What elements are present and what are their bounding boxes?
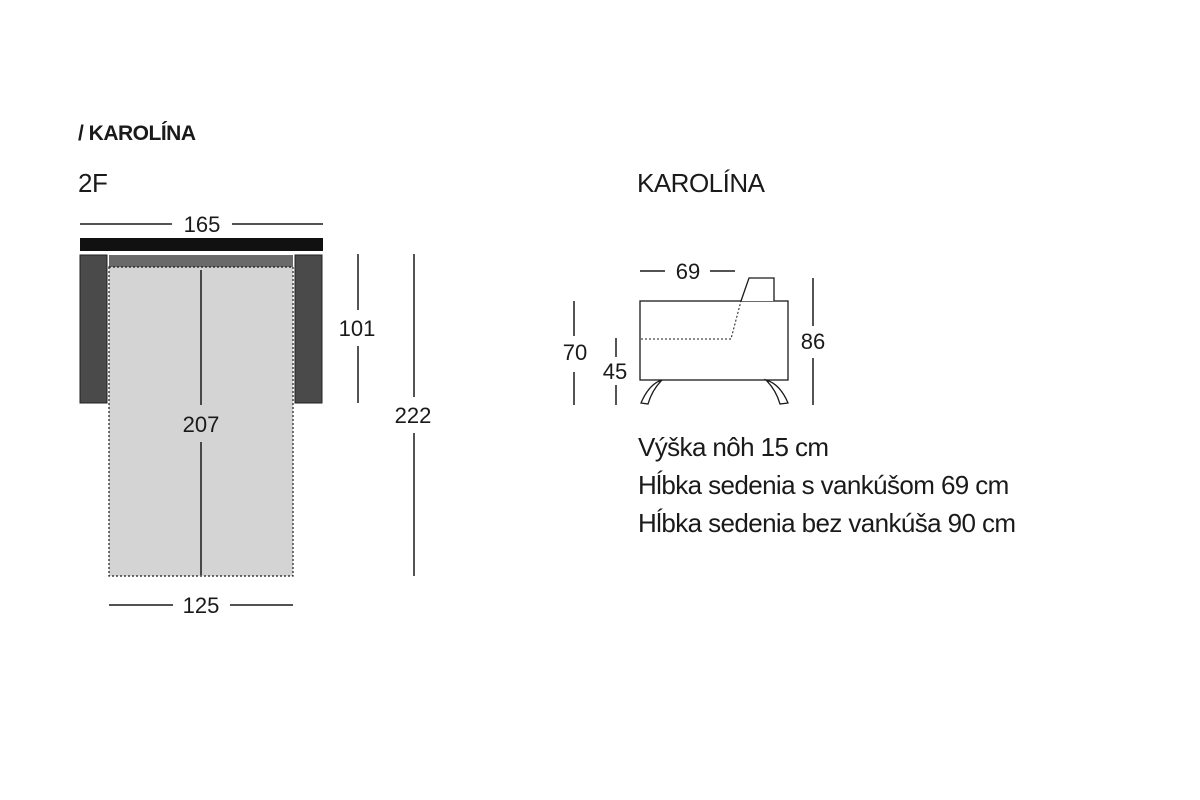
spec-seat-depth-with-cushion: Hĺbka sedenia s vankúšom 69 cm <box>638 470 1009 500</box>
depth-label: 101 <box>339 316 376 341</box>
sofa-body-outline <box>639 300 789 381</box>
seat-height-label: 45 <box>603 359 627 384</box>
side-view-title: KAROLÍNA <box>637 168 765 198</box>
seat-back-edge <box>109 255 293 267</box>
bed-width-label: 125 <box>183 593 220 618</box>
spec-seat-depth-without-cushion: Hĺbka sedenia bez vankúša 90 cm <box>638 508 1016 538</box>
front-leg <box>640 379 663 405</box>
back-leg <box>763 378 789 405</box>
back-cushion <box>740 277 775 302</box>
brand-line: / KAROLÍNA <box>78 122 196 145</box>
width-label: 165 <box>184 212 221 237</box>
bed-length-label: 207 <box>183 412 220 437</box>
seat-profile <box>641 300 742 340</box>
height-label: 70 <box>563 340 587 365</box>
side-view: 69 70 45 86 <box>563 259 825 405</box>
backrest <box>80 238 323 251</box>
left-armrest <box>79 254 108 404</box>
variant-label: 2F <box>78 168 108 198</box>
plan-view: 165 207 101 222 125 <box>79 212 432 618</box>
total-length-label: 222 <box>395 403 432 428</box>
side-depth-label: 69 <box>676 259 700 284</box>
specs-list: Výška nôh 15 cm Hĺbka sedenia s vankúšom… <box>638 428 1016 542</box>
spec-leg-height: Výška nôh 15 cm <box>638 432 829 462</box>
back-height-label: 86 <box>801 329 825 354</box>
right-armrest <box>294 254 323 404</box>
